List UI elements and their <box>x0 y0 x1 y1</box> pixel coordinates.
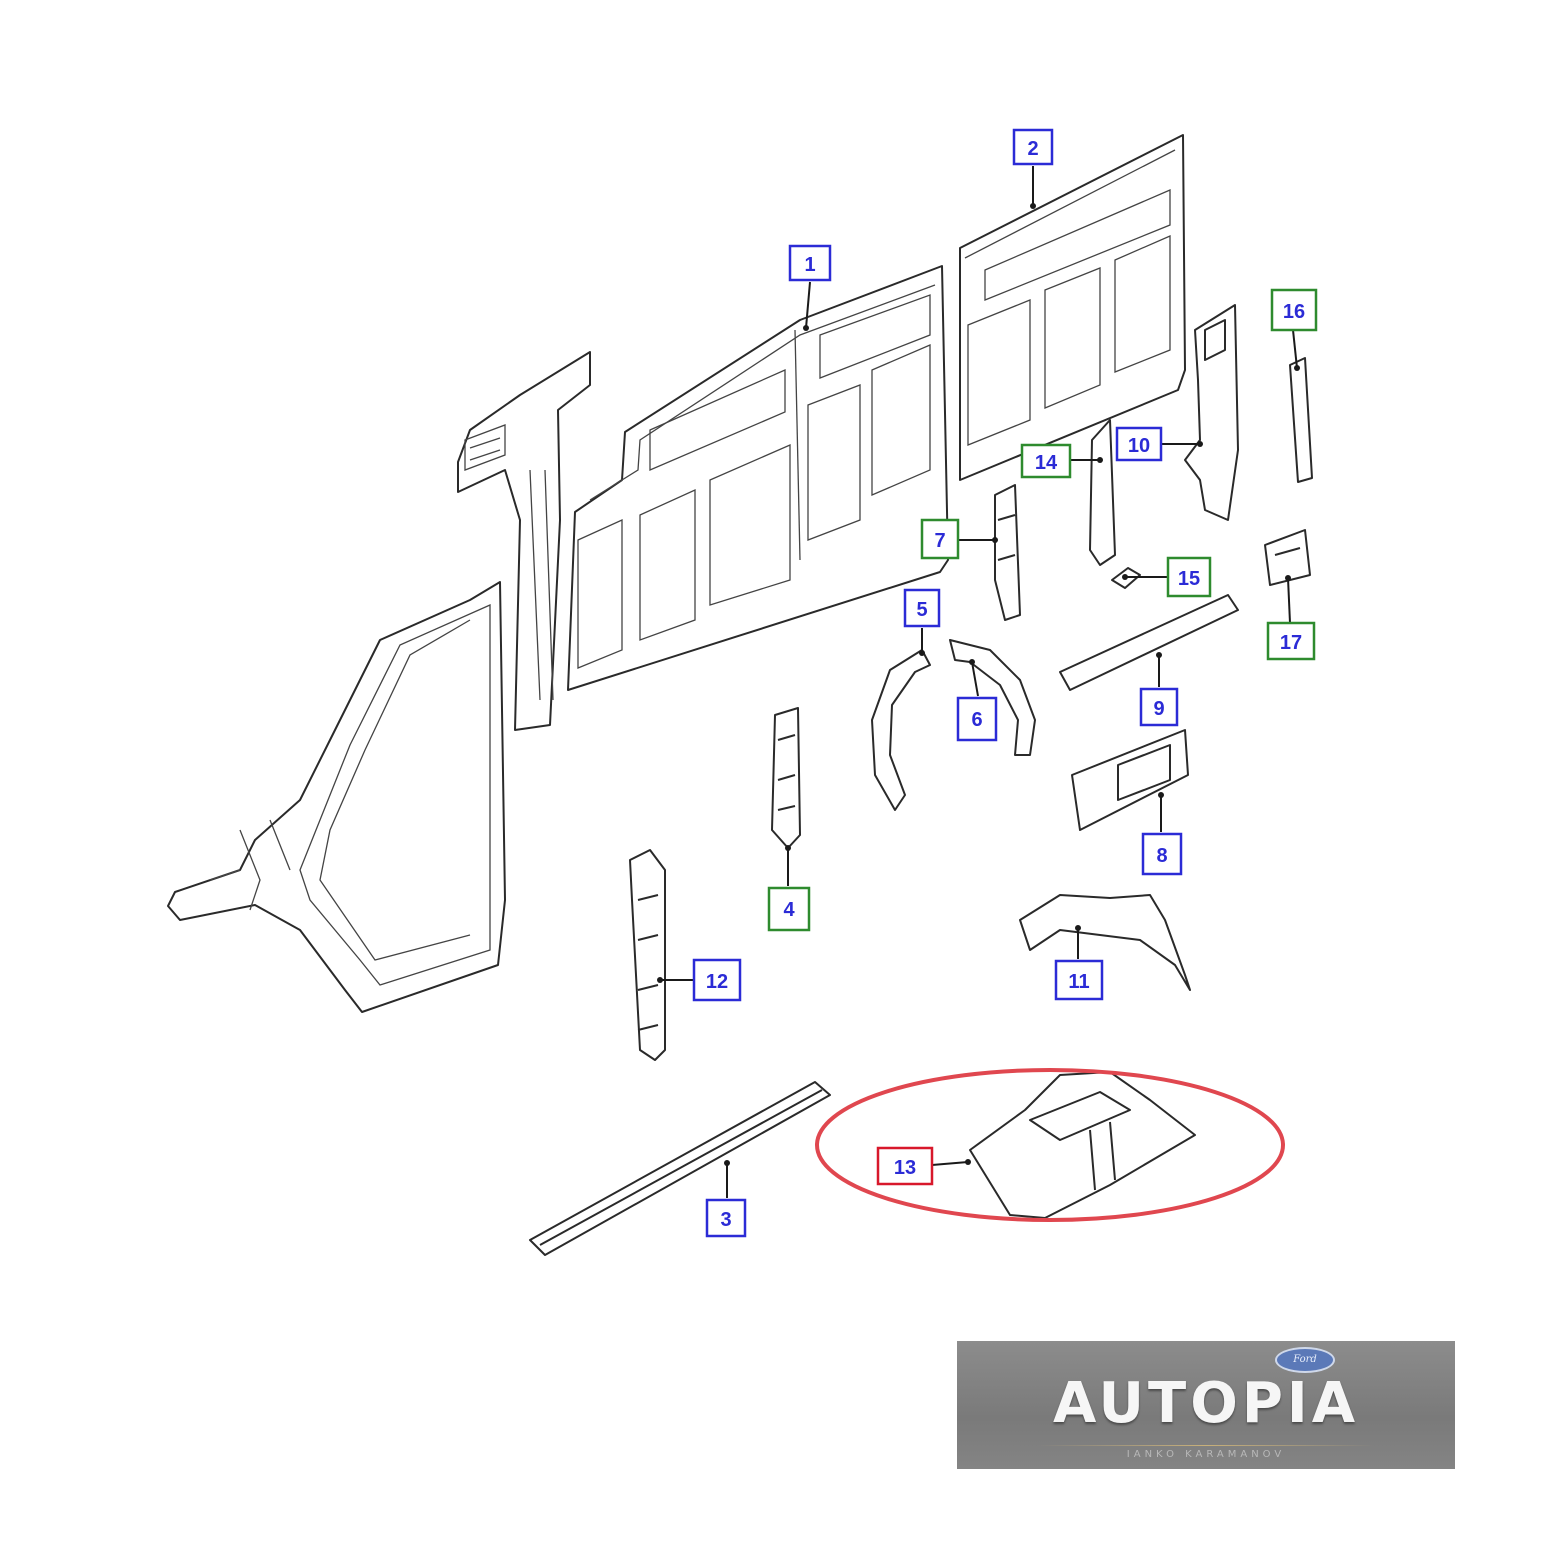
callout-13: 13 <box>876 1146 934 1186</box>
callout-2: 2 <box>1012 128 1054 166</box>
callout-1: 1 <box>788 244 832 282</box>
callout-12: 12 <box>692 958 742 1002</box>
callout-9-label: 9 <box>1153 698 1164 720</box>
part-6-wheel-arch-drawing <box>949 639 1036 756</box>
part-10-brace-drawing <box>1184 304 1239 521</box>
callout-8: 8 <box>1141 832 1183 876</box>
part-8-plate-drawing <box>1071 729 1189 831</box>
callout-4: 4 <box>767 886 811 932</box>
part-15-clip-drawing <box>1111 567 1141 589</box>
autopia-logo: Ford AUTOPIA IANKO KARAMANOV <box>957 1341 1455 1469</box>
logo-divider <box>1037 1445 1375 1446</box>
part-11-bracket-drawing <box>1019 894 1191 991</box>
callout-8-label: 8 <box>1156 845 1167 867</box>
b-pillar-drawing <box>457 351 591 731</box>
callout-5-label: 5 <box>916 599 927 621</box>
logo-wordmark: AUTOPIA <box>1052 1371 1360 1436</box>
part-13-wheelhouse-drawing <box>969 1071 1196 1219</box>
part-14-strip-drawing <box>1089 419 1116 566</box>
part-4-pillar-drawing <box>771 707 801 849</box>
part-16-strip-drawing <box>1289 357 1313 483</box>
logo-subtitle: IANKO KARAMANOV <box>1126 1449 1286 1460</box>
callout-10-label: 10 <box>1128 435 1150 457</box>
part-3-sill-drawing <box>529 1081 831 1256</box>
callout-6: 6 <box>956 696 998 742</box>
part-1-side-panel-drawing <box>567 265 949 691</box>
callout-16-label: 16 <box>1283 301 1305 323</box>
callout-1-label: 1 <box>804 254 815 276</box>
part-7-bracket-drawing <box>994 484 1021 621</box>
callout-9: 9 <box>1139 687 1179 727</box>
callout-2-label: 2 <box>1027 138 1038 160</box>
callout-7: 7 <box>920 518 960 560</box>
front-door-frame-drawing <box>167 581 506 1013</box>
callout-10: 10 <box>1115 426 1163 462</box>
part-9-rail-drawing <box>1059 594 1239 691</box>
callout-14-label: 14 <box>1035 452 1058 474</box>
callout-14: 14 <box>1020 443 1072 479</box>
callout-15-label: 15 <box>1178 568 1200 590</box>
callout-17: 17 <box>1266 621 1316 661</box>
callout-11-label: 11 <box>1068 971 1089 993</box>
callout-5: 5 <box>903 588 941 628</box>
ford-badge-icon: Ford <box>1275 1347 1335 1373</box>
highlight-ring <box>815 1068 1285 1222</box>
part-2-side-panel-drawing <box>959 134 1186 481</box>
part-17-clip-drawing <box>1264 529 1311 586</box>
callout-15: 15 <box>1166 556 1212 598</box>
callout-3: 3 <box>705 1198 747 1238</box>
callout-13-label: 13 <box>894 1157 916 1179</box>
leader-lines <box>657 166 1300 1198</box>
callout-6-label: 6 <box>971 709 982 731</box>
callout-17-label: 17 <box>1280 632 1302 654</box>
callout-4-label: 4 <box>783 899 795 921</box>
part-12-pillar-drawing <box>629 849 666 1061</box>
callout-7-label: 7 <box>934 530 945 552</box>
callout-16: 16 <box>1270 288 1318 332</box>
callout-12-label: 12 <box>706 971 728 993</box>
callout-11: 11 <box>1054 959 1104 1001</box>
part-5-wheel-arch-drawing <box>871 649 931 811</box>
callout-3-label: 3 <box>720 1209 731 1231</box>
